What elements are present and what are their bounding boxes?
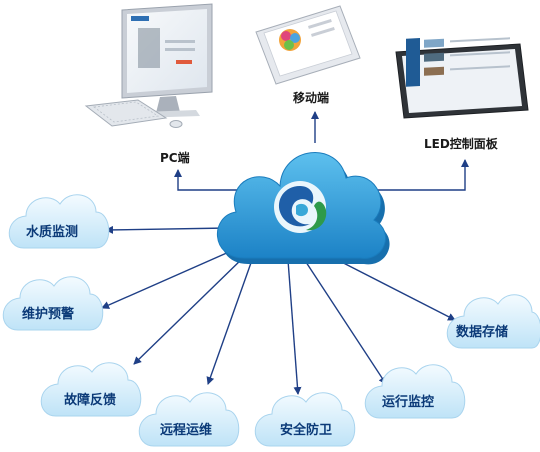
- led-label: LED控制面板: [424, 136, 499, 151]
- arrow-to-pc: [174, 169, 240, 191]
- service-cloud-water-quality: 水质监测: [8, 194, 110, 249]
- service-label-data-storage: 数据存储: [456, 324, 508, 340]
- arrow-to-remote-ops: [206, 259, 253, 385]
- smartphone-icon: [255, 5, 361, 85]
- arrow-to-fault-feedback: [133, 255, 246, 365]
- arrow-to-maintenance-alert: [101, 247, 239, 309]
- service-label-security: 安全防卫: [280, 422, 332, 438]
- service-cloud-remote-ops: 远程运维: [138, 392, 240, 447]
- service-label-run-monitor: 运行监控: [382, 394, 434, 410]
- service-cloud-security: 安全防卫: [254, 392, 356, 447]
- service-cloud-maintenance-alert: 维护预警: [2, 276, 104, 331]
- connector-arrows: [101, 111, 469, 395]
- arrow-to-security: [287, 259, 302, 395]
- service-cloud-fault-feedback: 故障反馈: [40, 362, 142, 417]
- service-label-maintenance-alert: 维护预警: [22, 306, 74, 322]
- arrow-to-water-quality: [105, 225, 229, 234]
- pc-label: PC端: [160, 150, 190, 165]
- cloud-platform-logo-icon: [274, 181, 327, 233]
- tablet-icon: [395, 37, 529, 119]
- service-label-water-quality: 水质监测: [26, 224, 78, 240]
- service-cloud-run-monitor: 运行监控: [364, 364, 466, 419]
- central-cloud: [216, 152, 390, 265]
- desktop-computer-icon: [84, 3, 213, 128]
- service-label-remote-ops: 远程运维: [160, 422, 212, 438]
- arrow-to-led: [372, 159, 469, 191]
- service-cloud-data-storage: 数据存储: [446, 294, 540, 349]
- service-label-fault-feedback: 故障反馈: [64, 392, 116, 408]
- mobile-label: 移动端: [293, 90, 329, 105]
- arrow-to-run-monitor: [301, 255, 387, 385]
